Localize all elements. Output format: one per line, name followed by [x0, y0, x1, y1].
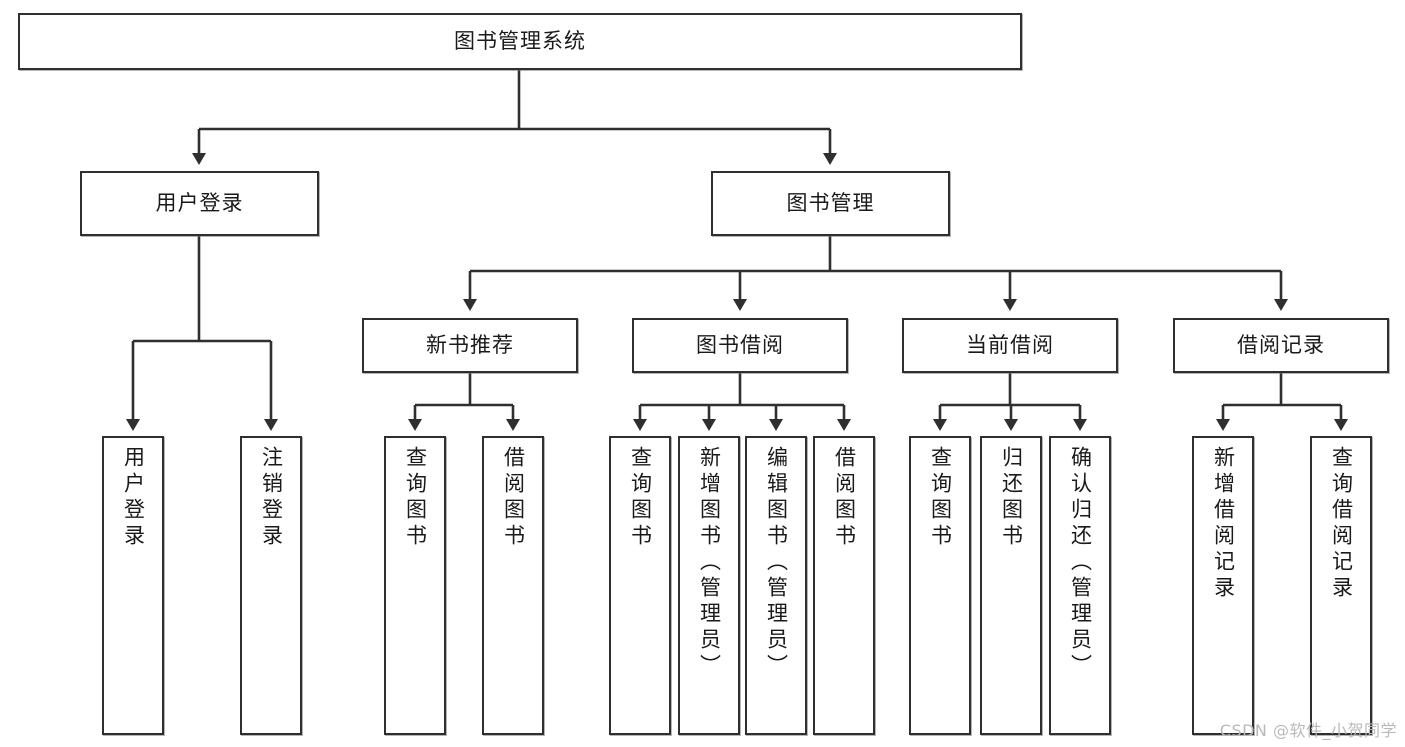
node-root[interactable]: 图书管理系统	[18, 13, 1022, 70]
node-leaf-borrow-book-2[interactable]: 借阅图书	[813, 436, 875, 735]
node-book-management[interactable]: 图书管理	[711, 171, 950, 236]
edge-currentborrow-to-leaves	[933, 373, 1087, 431]
node-user-login[interactable]: 用户登录	[80, 171, 319, 236]
node-leaf-return-book-label: 归还图书	[999, 446, 1024, 550]
node-leaf-return-book[interactable]: 归还图书	[980, 436, 1042, 735]
edge-borrowrecord-to-leaves	[1216, 373, 1348, 431]
node-leaf-query-record-label: 查询借阅记录	[1329, 446, 1354, 602]
node-leaf-user-login-label: 用户登录	[121, 446, 146, 550]
node-book-management-label: 图书管理	[786, 190, 875, 215]
node-leaf-query-book-3-label: 查询图书	[928, 446, 953, 550]
node-leaf-add-record[interactable]: 新增借阅记录	[1192, 436, 1254, 735]
node-leaf-query-book-2-label: 查询图书	[628, 446, 653, 550]
node-user-login-label: 用户登录	[155, 190, 244, 215]
node-leaf-edit-book-label: 编辑图书（管理员）	[764, 446, 789, 680]
node-leaf-confirm-return-label: 确认归还（管理员）	[1068, 446, 1093, 680]
node-book-borrow-label: 图书借阅	[696, 332, 784, 357]
node-current-borrow-label: 当前借阅	[966, 332, 1054, 357]
node-leaf-query-book-1-label: 查询图书	[403, 446, 428, 550]
node-leaf-query-book-3[interactable]: 查询图书	[909, 436, 971, 735]
node-new-book-recommend[interactable]: 新书推荐	[362, 318, 578, 373]
node-leaf-edit-book[interactable]: 编辑图书（管理员）	[745, 436, 807, 735]
node-borrow-record-label: 借阅记录	[1237, 332, 1325, 357]
edge-root-to-level2	[192, 70, 837, 165]
node-leaf-query-book-1[interactable]: 查询图书	[384, 436, 446, 735]
node-leaf-logout[interactable]: 注销登录	[240, 436, 302, 735]
node-book-borrow[interactable]: 图书借阅	[632, 318, 848, 373]
node-leaf-add-book-label: 新增图书（管理员）	[697, 446, 722, 680]
node-leaf-borrow-book-1[interactable]: 借阅图书	[482, 436, 544, 735]
node-leaf-borrow-book-2-label: 借阅图书	[832, 446, 857, 550]
edge-bookmgmt-to-level3	[463, 236, 1288, 311]
node-leaf-logout-label: 注销登录	[259, 446, 284, 550]
node-leaf-borrow-book-1-label: 借阅图书	[501, 446, 526, 550]
node-leaf-add-record-label: 新增借阅记录	[1211, 446, 1236, 602]
node-leaf-user-login[interactable]: 用户登录	[102, 436, 164, 735]
node-borrow-record[interactable]: 借阅记录	[1173, 318, 1389, 373]
node-leaf-query-record[interactable]: 查询借阅记录	[1310, 436, 1372, 735]
edge-newbook-to-leaves	[408, 373, 520, 431]
edge-userlogin-to-leaves	[126, 236, 278, 431]
node-leaf-query-book-2[interactable]: 查询图书	[609, 436, 671, 735]
watermark-text: CSDN @软件_小贺同学	[1219, 721, 1397, 740]
node-root-label: 图书管理系统	[454, 28, 586, 53]
node-leaf-confirm-return[interactable]: 确认归还（管理员）	[1049, 436, 1111, 735]
node-leaf-add-book[interactable]: 新增图书（管理员）	[678, 436, 740, 735]
node-new-book-recommend-label: 新书推荐	[426, 332, 514, 357]
edge-bookborrow-to-leaves	[633, 373, 851, 431]
node-current-borrow[interactable]: 当前借阅	[902, 318, 1118, 373]
